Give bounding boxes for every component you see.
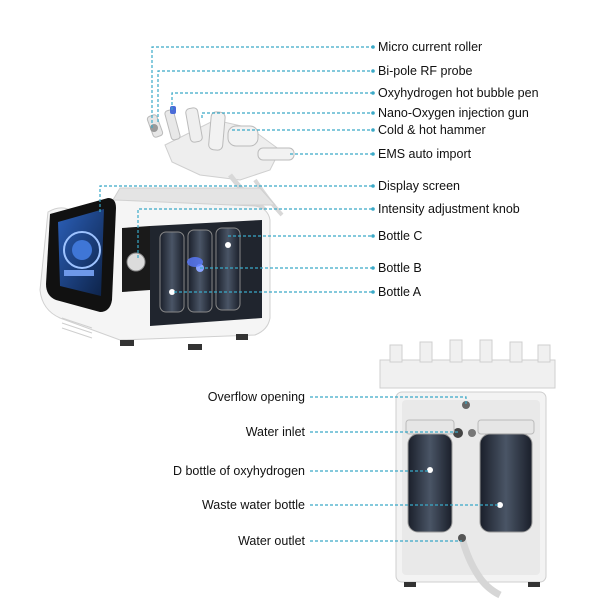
front-leader-lines bbox=[99, 46, 373, 293]
label-cold-hot-hammer: Cold & hot hammer bbox=[378, 123, 486, 137]
handpieces bbox=[146, 106, 295, 217]
label-bottle-a: Bottle A bbox=[378, 285, 422, 299]
front-leader-dots bbox=[371, 45, 375, 294]
label-bottle-c: Bottle C bbox=[378, 229, 423, 243]
label-water-outlet: Water outlet bbox=[238, 534, 305, 548]
back-leader-lines bbox=[310, 396, 500, 542]
label-waste-water: Waste water bottle bbox=[201, 498, 305, 512]
label-bottle-b: Bottle B bbox=[378, 261, 422, 275]
label-micro-current-roller: Micro current roller bbox=[378, 40, 483, 54]
back-device bbox=[379, 339, 556, 599]
label-d-bottle: D bottle of oxyhydrogen bbox=[172, 464, 305, 478]
label-ems-auto-import: EMS auto import bbox=[378, 147, 472, 161]
label-oxyhydrogen-pen: Oxyhydrogen hot bubble pen bbox=[378, 86, 539, 100]
label-nano-oxygen-gun: Nano-Oxygen injection gun bbox=[378, 106, 529, 120]
label-water-inlet: Water inlet bbox=[245, 425, 305, 439]
front-device bbox=[39, 106, 295, 350]
label-intensity-knob: Intensity adjustment knob bbox=[378, 202, 520, 216]
label-overflow-opening: Overflow opening bbox=[207, 390, 305, 404]
label-display-screen: Display screen bbox=[378, 179, 460, 193]
label-bi-pole-rf-probe: Bi-pole RF probe bbox=[378, 64, 473, 78]
